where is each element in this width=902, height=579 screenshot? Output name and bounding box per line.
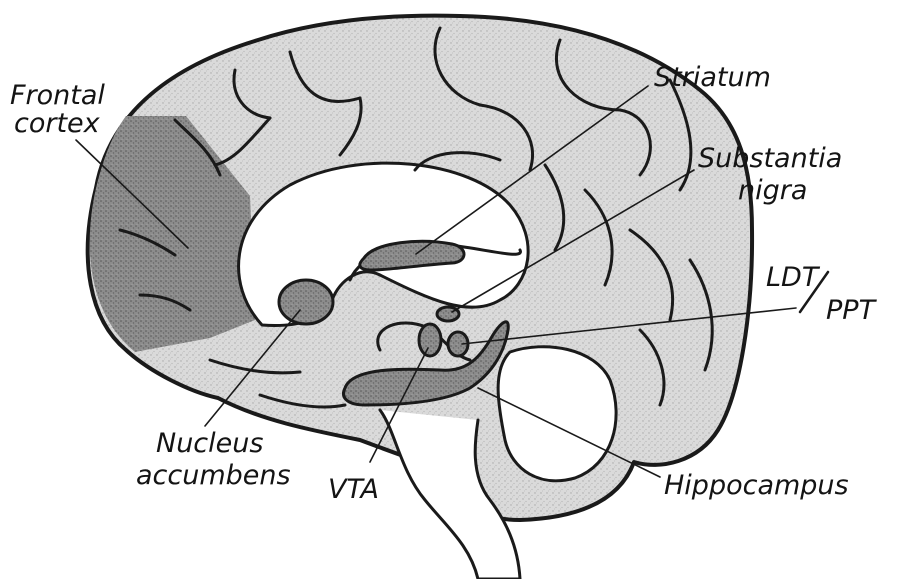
label-vta: VTA: [328, 474, 379, 505]
label-striatum: Striatum: [654, 62, 771, 93]
vta-structure: [419, 324, 441, 356]
label-substantia-nigra-line2: nigra: [738, 175, 807, 206]
nucleus-accumbens-structure: [279, 280, 333, 324]
label-hippocampus: Hippocampus: [664, 470, 849, 501]
label-frontal-cortex-line1: Frontal: [10, 80, 105, 111]
label-ldt: LDT: [766, 262, 821, 293]
label-ppt: PPT: [826, 295, 878, 326]
label-frontal-cortex-line2: cortex: [14, 108, 101, 139]
label-nucleus-accumbens-line1: Nucleus: [156, 428, 263, 459]
label-substantia-nigra-line1: Substantia: [698, 143, 842, 174]
label-nucleus-accumbens-line2: accumbens: [136, 460, 291, 491]
cerebellum-interior: [498, 347, 616, 481]
